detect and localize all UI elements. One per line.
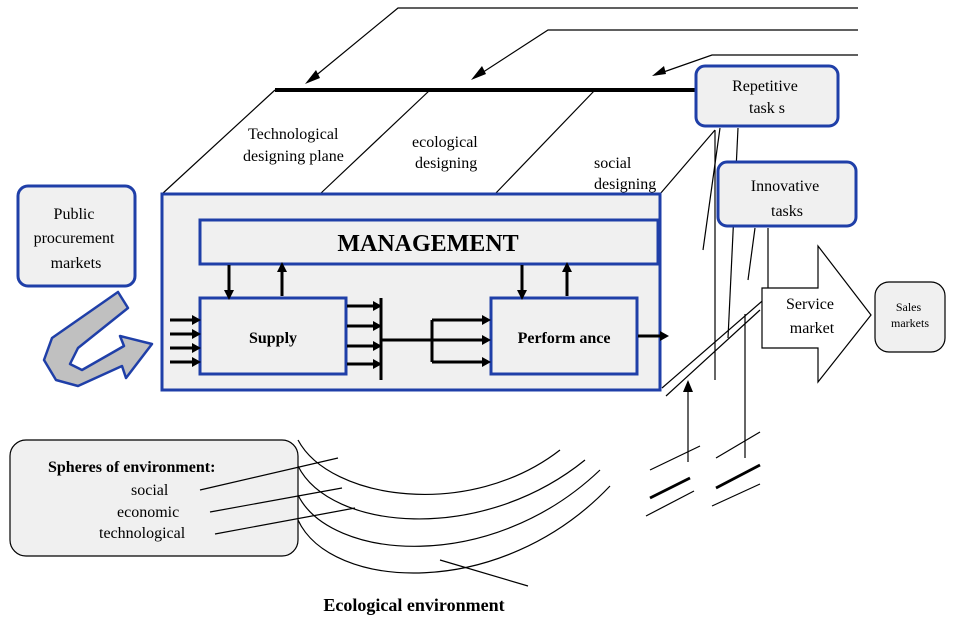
spheres-box [9, 439, 299, 557]
cube-outline [161, 89, 769, 389]
ecological-plane-label: ecological designing [412, 134, 482, 172]
sphere-pointer-lines [199, 457, 529, 587]
service-market-label: Service market [786, 296, 838, 337]
performance-label: Perform ance [518, 330, 611, 347]
performance-box [489, 296, 639, 376]
environment-curves [297, 439, 611, 574]
incoming-arrow-lines [307, 7, 858, 83]
service-market-arrow [761, 244, 872, 384]
public-procurement-label: Public procurement markets [34, 206, 119, 272]
sphere-item-technological: technological [99, 525, 186, 542]
repetitive-tasks-label: Repetitive task s [732, 78, 802, 117]
social-plane-label: social designing [594, 155, 656, 193]
procurement-flow-arrow [42, 290, 154, 388]
sales-markets-box [874, 281, 946, 353]
incoming-arrowheads [305, 66, 666, 84]
spheres-title: Spheres of environment: [48, 459, 215, 476]
innovative-tasks-label: Innovative tasks [751, 178, 823, 220]
ecological-environment-label: Ecological environment [323, 595, 504, 615]
right-side-lines [645, 309, 761, 517]
internal-arrows [170, 265, 662, 380]
management-label: MANAGEMENT [337, 231, 518, 257]
sales-markets-label: Sales markets [891, 300, 929, 330]
public-procurement-box [16, 184, 137, 288]
management-box [198, 218, 660, 266]
internal-arrowheads [192, 262, 669, 369]
supply-box [198, 296, 348, 376]
sphere-item-social: social [131, 482, 169, 499]
upward-arrowhead [683, 380, 693, 392]
innovative-tasks-box [716, 160, 858, 228]
technological-plane-label: Technological designing plane [243, 126, 344, 165]
task-connector-lines [702, 127, 769, 339]
sphere-item-economic: economic [117, 504, 179, 521]
repetitive-tasks-box [694, 64, 840, 128]
supply-label: Supply [249, 330, 297, 347]
